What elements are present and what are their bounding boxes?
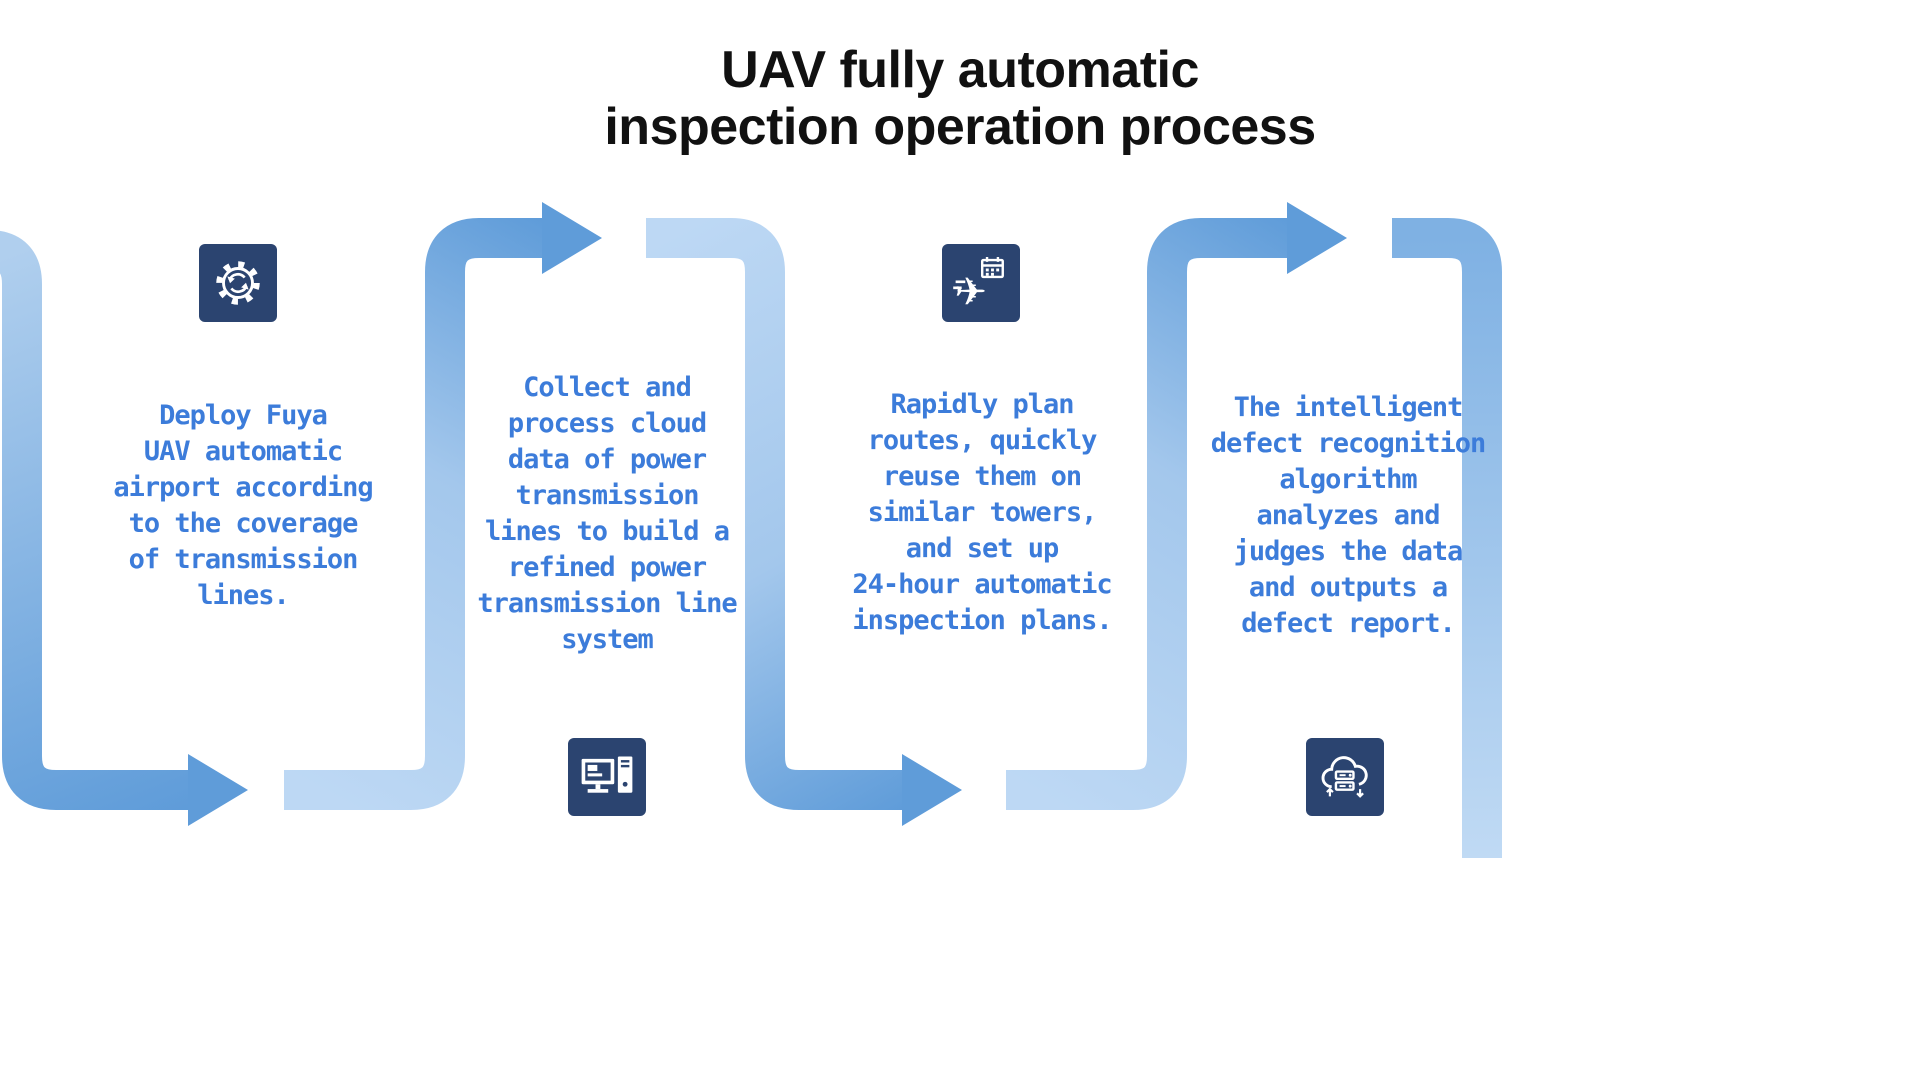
flight-schedule-glyph: ✈	[953, 257, 1004, 312]
computer-icon	[568, 738, 646, 816]
cloud-server-icon	[1306, 738, 1384, 816]
computer-glyph	[581, 756, 633, 793]
flight-schedule-icon: ✈	[942, 244, 1020, 322]
flow-arrow-1	[0, 231, 190, 810]
flow-arrow-2-head	[542, 202, 602, 274]
flow-arrow-1-head	[188, 754, 248, 826]
cloud-server-glyph	[1321, 756, 1368, 798]
flow-arrow-2	[284, 218, 544, 810]
gear-sync-glyph	[216, 261, 260, 305]
flow-arrow-5	[1392, 218, 1502, 858]
flow-arrow-4-head	[1287, 202, 1347, 274]
step-3-text: Rapidly plan routes, quickly reuse them …	[852, 389, 1112, 636]
flow-arrow-4	[1006, 218, 1289, 810]
flow-arrow-3-head	[902, 754, 962, 826]
page-title: UAV fully automatic inspection operation…	[604, 41, 1316, 156]
step-2-text: Collect and process cloud data of power …	[477, 372, 737, 655]
svg-text:✈: ✈	[954, 270, 986, 312]
gear-sync-icon	[199, 244, 277, 322]
flow-arrow-3	[646, 218, 904, 810]
step-1-text: Deploy Fuya UAV automatic airport accord…	[113, 400, 373, 611]
step-4-text: The intelligent defect recognition algor…	[1210, 392, 1487, 639]
